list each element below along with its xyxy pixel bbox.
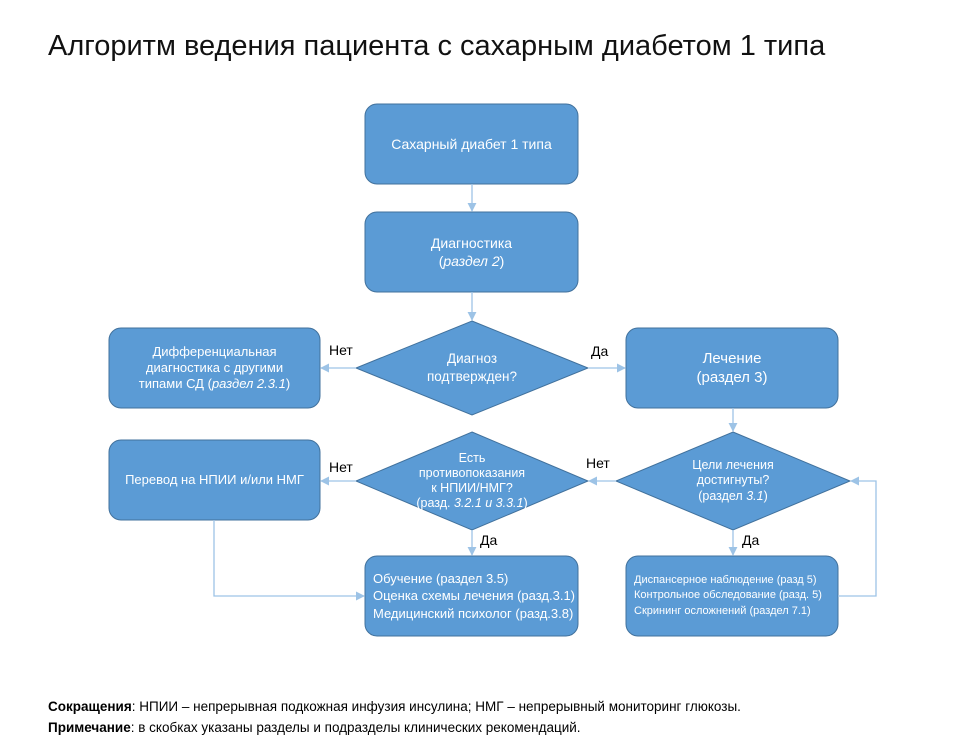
edge-followup-goals (838, 476, 877, 597)
label-diag-no: Нет (329, 342, 353, 358)
node-followup-line2: Контрольное обследование (разд. 5) (634, 589, 822, 602)
node-education: Обучение (раздел 3.5) Оценка схемы лечен… (365, 556, 578, 636)
node-diagnostics: Диагностика (раздел 2) (365, 212, 578, 292)
node-diagnostics-ref: (раздел 2) (438, 253, 505, 269)
node-education-line2: Оценка схемы лечения (разд.3.1) (373, 588, 576, 604)
node-diag-confirmed-line1: Диагноз (446, 351, 498, 367)
node-followup: Диспансерное наблюдение (разд 5) Контрол… (626, 556, 838, 636)
node-contra-line1: Есть (458, 450, 486, 465)
node-switch-text: Перевод на НПИИ и/или НМГ (125, 471, 304, 487)
node-education-line3: Медицинский психолог (разд.3.8) (373, 605, 574, 621)
node-treatment-shape (625, 327, 839, 409)
node-contra-line3: к НПИИ/НМГ? (431, 481, 513, 495)
node-differential-line3: типами СД (раздел 2.3.1) (138, 376, 291, 392)
node-goals-line2: достигнуты? (696, 473, 770, 488)
node-differential-line1: Дифференциальная (152, 343, 277, 359)
label-contra-no: Нет (329, 459, 353, 475)
node-contra: Есть противопоказания к НПИИ/НМГ? (разд.… (382, 441, 562, 521)
node-education-shape (364, 555, 579, 637)
label-diag-yes: Да (591, 343, 609, 359)
node-goals: Цели лечения достигнуты? (раздел 3.1) (653, 450, 813, 512)
remark-note: Примечание: в скобках указаны разделы и … (48, 718, 741, 739)
node-switch: Перевод на НПИИ и/или НМГ (109, 440, 320, 520)
node-goals-line3: (раздел 3.1) (698, 488, 768, 503)
node-treatment-title: Лечение (702, 349, 762, 367)
edge-switch-education (213, 520, 365, 601)
remark-label: Примечание (48, 719, 131, 735)
node-diag-confirmed-line2: подтвержден? (427, 369, 517, 384)
node-education-line1: Обучение (раздел 3.5) (373, 571, 509, 587)
node-differential-shape (108, 327, 321, 409)
node-treatment: Лечение (раздел 3) (626, 328, 838, 408)
node-contra-line4: (разд. 3.2.1 и 3.3.1) (416, 496, 528, 511)
label-goals-no: Нет (586, 455, 610, 471)
node-diag-confirmed-shape (354, 320, 590, 416)
node-followup-line3: Скрининг осложнений (раздел 7.1) (634, 604, 811, 617)
label-contra-yes: Да (480, 532, 498, 548)
abbreviations-text: : НПИИ – непрерывная подкожная инфузия и… (131, 699, 741, 714)
remark-text: : в скобках указаны разделы и подразделы… (130, 719, 581, 735)
node-goals-line1: Цели лечения (692, 457, 774, 472)
node-treatment-ref: (раздел 3) (696, 369, 768, 386)
page-title: Алгоритм ведения пациента с сахарным диа… (48, 30, 826, 62)
node-contra-line2: противопоказания (418, 465, 526, 480)
node-diagnostics-title: Диагностика (430, 234, 513, 251)
node-differential-line2: диагностика с другими (145, 359, 284, 375)
abbreviations-label: Сокращения (48, 699, 132, 714)
node-differential: Дифференциальная диагностика с другими т… (109, 328, 320, 408)
label-goals-yes: Да (742, 532, 760, 548)
footnotes: Сокращения: НПИИ – непрерывная подкожная… (48, 697, 741, 739)
node-start-text: Сахарный диабет 1 типа (391, 135, 552, 152)
node-diag-confirmed: Диагноз подтвержден? (392, 340, 552, 396)
node-followup-line1: Диспансерное наблюдение (разд 5) (634, 573, 817, 586)
abbreviations-note: Сокращения: НПИИ – непрерывная подкожная… (48, 697, 741, 718)
node-start: Сахарный диабет 1 типа (365, 104, 578, 184)
